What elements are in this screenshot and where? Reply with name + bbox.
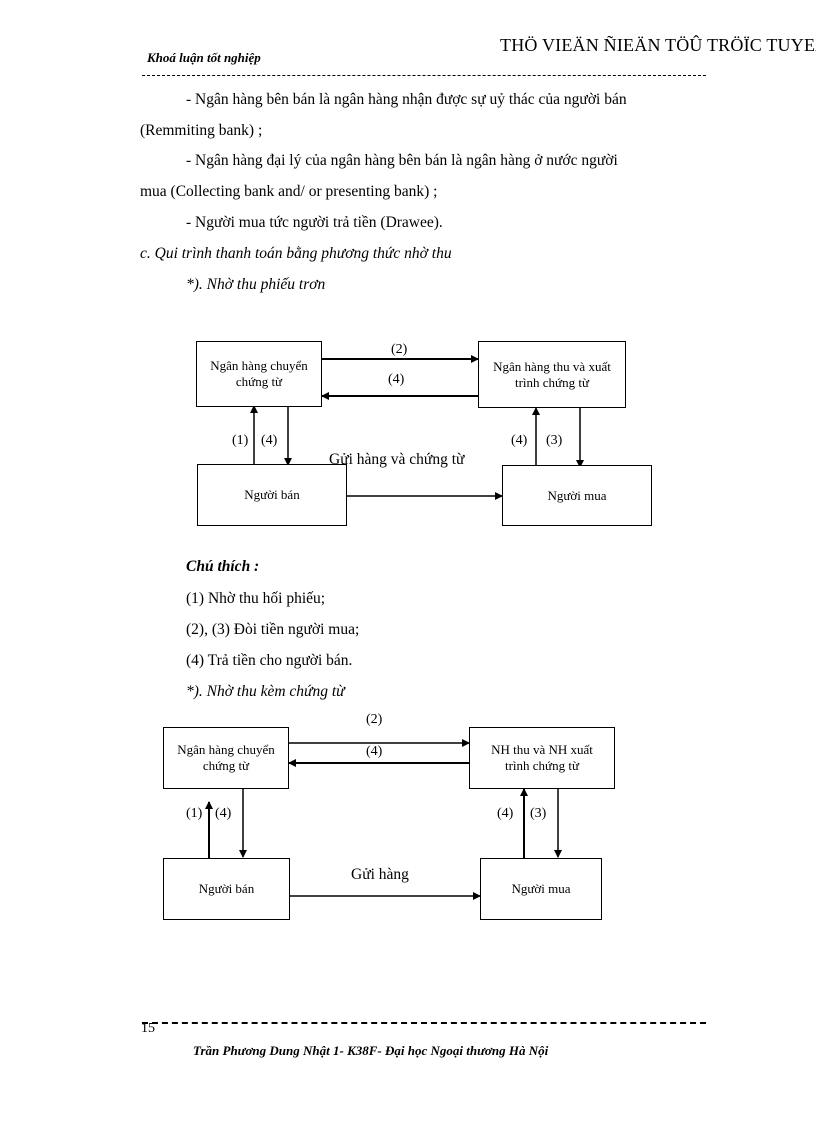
body-line-4: mua (Collecting bank and/ or presenting …	[140, 183, 438, 200]
d1-label-2: (2)	[391, 342, 408, 357]
d2-box-collecting-bank: NH thu và NH xuất trình chứng từ	[469, 727, 615, 789]
d1-box-seller: Người bán	[197, 464, 347, 526]
d2-box-remitting-bank-text: Ngân hàng chuyển chứng từ	[177, 742, 275, 773]
d2-label-2: (2)	[366, 712, 383, 727]
header-left: Khoá luận tốt nghiệp	[147, 50, 261, 65]
d2-label-4-right: (4)	[497, 806, 514, 821]
d1-label-4-top: (4)	[388, 372, 405, 387]
d1-label-4-left: (4)	[261, 433, 278, 448]
subsection-heading-2: *). Nhờ thu kèm chứng từ	[186, 683, 345, 700]
d2-label-3: (3)	[530, 806, 547, 821]
legend-item-2: (2), (3) Đòi tiền người mua;	[186, 621, 360, 638]
footer-divider	[142, 1022, 706, 1024]
header-divider	[142, 75, 706, 76]
d2-box-collecting-bank-text: NH thu và NH xuất trình chứng từ	[491, 742, 593, 773]
d1-box-buyer: Người mua	[502, 465, 652, 526]
d2-box-remitting-bank: Ngân hàng chuyển chứng từ	[163, 727, 289, 789]
body-line-1: - Ngân hàng bên bán là ngân hàng nhận đư…	[186, 91, 627, 108]
body-line-3: - Ngân hàng đại lý của ngân hàng bên bán…	[186, 152, 618, 169]
d2-label-4-top: (4)	[366, 744, 383, 759]
section-heading-c: c. Qui trình thanh toán bằng phương thức…	[140, 245, 452, 262]
legend-title: Chú thích :	[186, 558, 260, 575]
footer-text: Trần Phương Dung Nhật 1- K38F- Đại học N…	[193, 1043, 549, 1058]
d2-label-4-left: (4)	[215, 806, 232, 821]
d1-box-remitting-bank: Ngân hàng chuyển chứng từ	[196, 341, 322, 407]
header-right: THÖ VIEÄN ÑIEÄN TÖÛ TRÖÏC TUYEÁN	[500, 35, 816, 55]
body-line-2: (Remmiting bank) ;	[140, 122, 263, 139]
legend-item-3: (4) Trả tiền cho người bán.	[186, 652, 353, 669]
legend-item-1: (1) Nhờ thu hối phiếu;	[186, 590, 326, 607]
d1-label-1: (1)	[232, 433, 249, 448]
d1-label-goods: Gửi hàng và chứng từ	[329, 451, 465, 468]
page-number: 15	[141, 1021, 155, 1036]
d2-box-buyer-text: Người mua	[511, 881, 571, 896]
body-line-5: - Người mua tức người trả tiền (Drawee).	[186, 214, 443, 231]
d1-box-seller-text: Người bán	[244, 487, 300, 502]
d2-box-seller-text: Người bán	[198, 881, 255, 896]
d1-box-collecting-bank: Ngân hàng thu và xuất trình chứng từ	[478, 341, 626, 408]
d1-box-collecting-bank-text: Ngân hàng thu và xuất trình chứng từ	[493, 358, 611, 390]
d2-box-seller: Người bán	[163, 858, 290, 920]
subsection-heading-1: *). Nhờ thu phiếu trơn	[186, 276, 326, 293]
d2-box-buyer: Người mua	[480, 858, 602, 920]
d1-box-remitting-bank-text: Ngân hàng chuyển chứng từ	[210, 358, 308, 389]
d2-label-goods: Gửi hàng	[351, 866, 409, 883]
d1-label-3: (3)	[546, 433, 563, 448]
d1-label-4-right: (4)	[511, 433, 528, 448]
d2-label-1: (1)	[186, 806, 203, 821]
d1-box-buyer-text: Người mua	[547, 487, 607, 503]
